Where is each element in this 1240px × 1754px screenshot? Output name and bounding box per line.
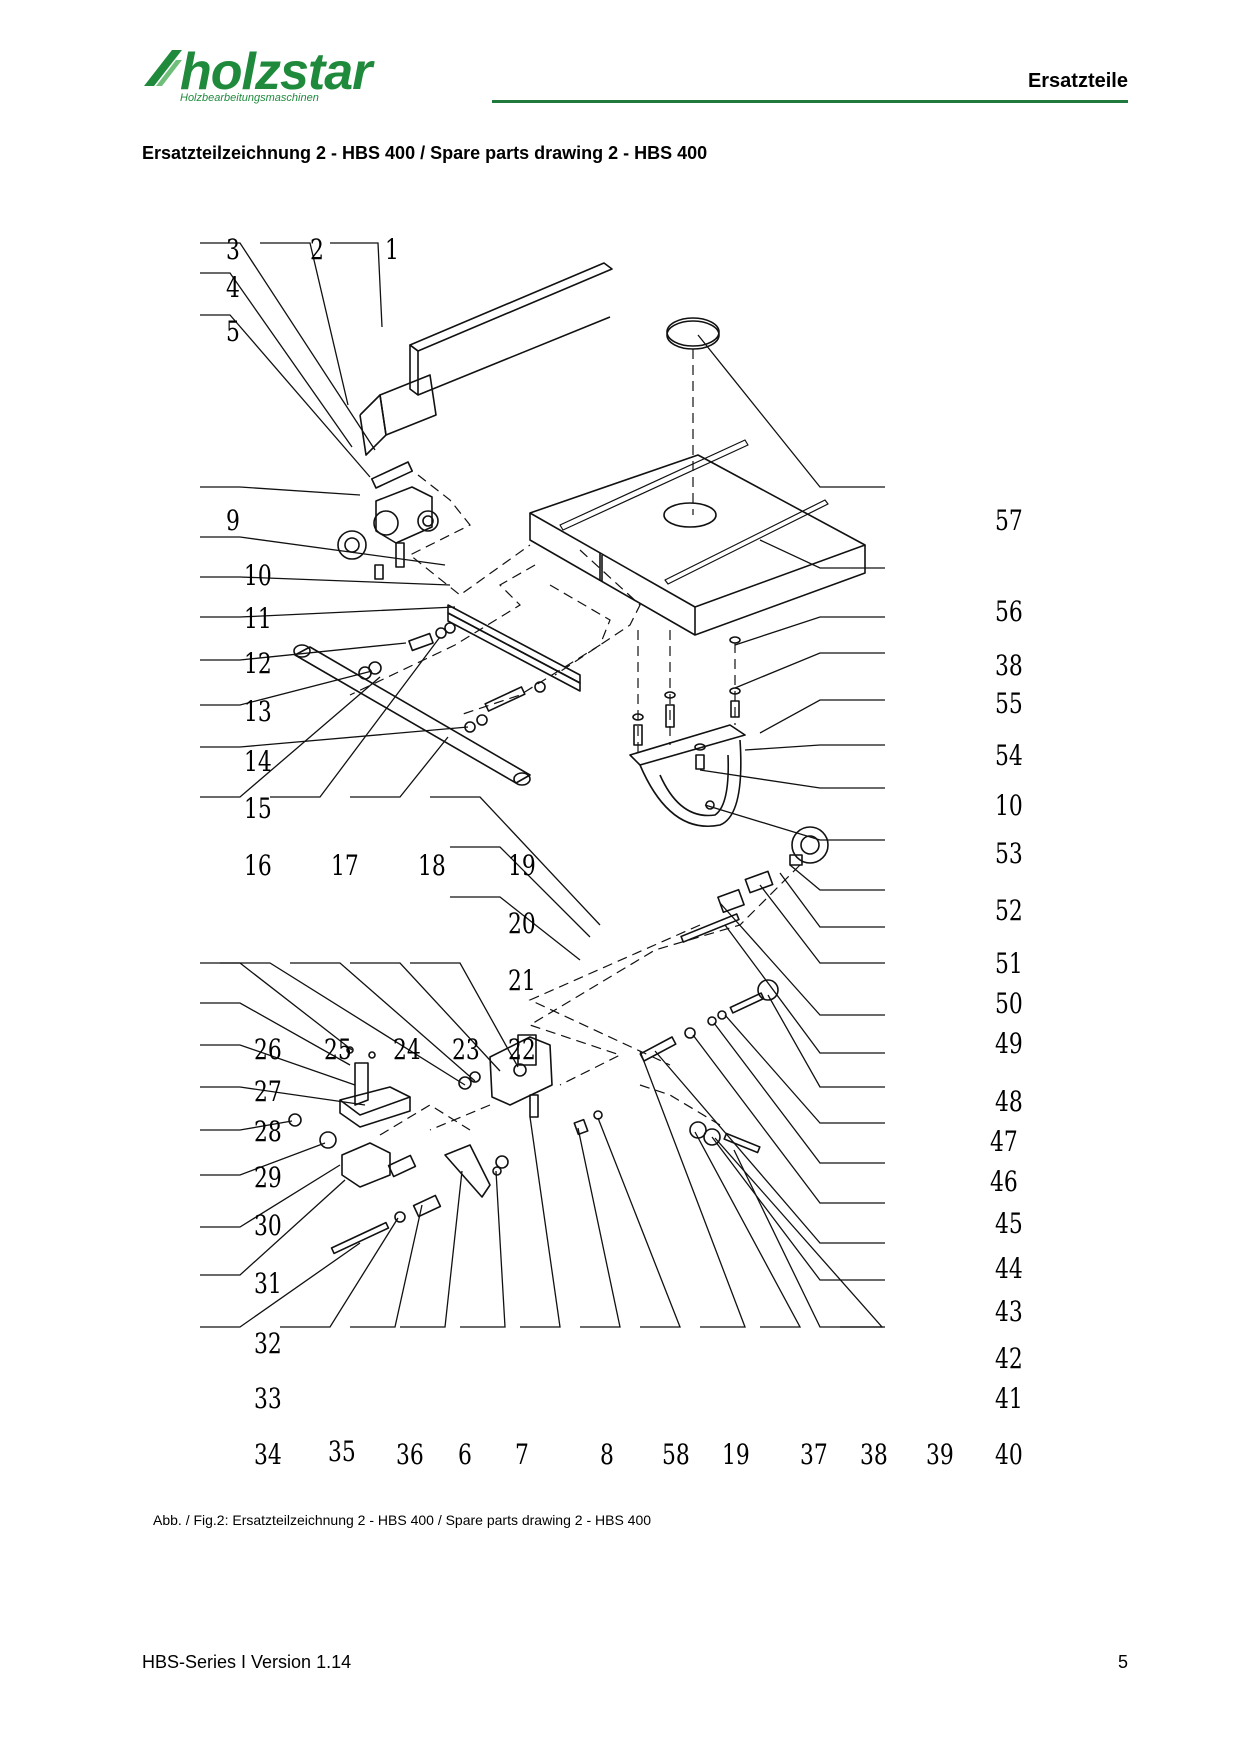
- callout-32: 32: [254, 1327, 282, 1360]
- callout-25: 25: [324, 1033, 352, 1066]
- exploded-view-svg: [180, 242, 885, 1328]
- callout-51: 51: [995, 947, 1023, 980]
- callout-31: 31: [254, 1267, 282, 1300]
- callout-58: 58: [662, 1438, 690, 1471]
- callout-5: 5: [226, 315, 240, 348]
- footer-version: HBS-Series I Version 1.14: [142, 1652, 352, 1672]
- callout-19-lower: 19: [722, 1438, 750, 1471]
- tube: [293, 644, 531, 786]
- callout-50: 50: [995, 987, 1023, 1020]
- tilt-shaft-assembly: [639, 826, 829, 1154]
- callout-6: 6: [458, 1438, 472, 1471]
- callout-56: 56: [995, 595, 1023, 628]
- table-top: [529, 439, 866, 636]
- callout-10: 10: [244, 559, 272, 592]
- callout-12: 12: [244, 647, 272, 680]
- callout-22: 22: [508, 1033, 536, 1066]
- callout-26: 26: [254, 1033, 282, 1066]
- callout-52: 52: [995, 894, 1023, 927]
- callout-24: 24: [393, 1033, 421, 1066]
- header-title: Ersatzteile: [1027, 70, 1128, 92]
- callout-39: 39: [926, 1438, 954, 1471]
- callout-27: 27: [254, 1075, 282, 1108]
- callout-37: 37: [800, 1438, 828, 1471]
- callout-35: 35: [328, 1435, 356, 1468]
- logo-subtitle: Holzbearbeitungsmaschinen: [180, 92, 319, 104]
- callout-20: 20: [508, 907, 536, 940]
- callout-48: 48: [995, 1085, 1023, 1118]
- callout-18: 18: [418, 849, 446, 882]
- callout-40: 40: [995, 1438, 1023, 1471]
- callout-42: 42: [995, 1342, 1023, 1375]
- small-parts-upper: [358, 622, 546, 733]
- callout-21: 21: [508, 964, 536, 997]
- logo-mark-icon: [144, 50, 182, 86]
- spare-parts-drawing: [180, 225, 1070, 1495]
- fence-head: [337, 461, 439, 580]
- callout-10-right: 10: [995, 789, 1023, 822]
- section-title: Ersatzteilzeichnung 2 - HBS 400 / Spare …: [142, 143, 708, 163]
- callout-13: 13: [244, 695, 272, 728]
- page-number: 5: [1117, 1652, 1128, 1672]
- callout-44: 44: [995, 1252, 1023, 1285]
- callout-7: 7: [515, 1438, 529, 1471]
- callout-17: 17: [331, 849, 359, 882]
- callout-45: 45: [995, 1207, 1023, 1240]
- callout-47: 47: [990, 1125, 1018, 1158]
- callout-1: 1: [385, 233, 399, 266]
- callout-34: 34: [254, 1438, 282, 1471]
- callout-49: 49: [995, 1027, 1023, 1060]
- fence-guide-rail: [447, 604, 581, 692]
- callout-41: 41: [995, 1382, 1023, 1415]
- callout-53: 53: [995, 837, 1023, 870]
- callout-4: 4: [226, 271, 240, 304]
- callout-3: 3: [226, 233, 240, 266]
- callout-2: 2: [310, 233, 324, 266]
- callout-38-lower: 38: [860, 1438, 888, 1471]
- holzstar-logo: holzstar Holzbearbeitungsmaschinen: [142, 43, 412, 106]
- angle-bracket: [339, 1046, 411, 1128]
- callout-9: 9: [226, 504, 240, 537]
- callout-57: 57: [995, 504, 1023, 537]
- figure-caption: Abb. / Fig.2: Ersatzteilzeichnung 2 - HB…: [153, 1512, 652, 1528]
- logo-wordmark: holzstar: [180, 43, 372, 101]
- header-rule: [492, 100, 1128, 103]
- callout-15: 15: [244, 792, 272, 825]
- callout-16: 16: [244, 849, 272, 882]
- callout-23: 23: [452, 1033, 480, 1066]
- callout-33: 33: [254, 1382, 282, 1415]
- callout-43: 43: [995, 1295, 1023, 1328]
- callout-38-upper: 38: [995, 649, 1023, 682]
- callout-36: 36: [396, 1438, 424, 1471]
- callout-46: 46: [990, 1165, 1018, 1198]
- callout-28: 28: [254, 1115, 282, 1148]
- callout-29: 29: [254, 1161, 282, 1194]
- fence-rail: [359, 262, 613, 456]
- throat-plate: [666, 317, 720, 350]
- callout-11: 11: [244, 602, 272, 635]
- callout-14: 14: [244, 745, 272, 778]
- callout-55: 55: [995, 687, 1023, 720]
- trunnion-bracket: [629, 724, 746, 827]
- callout-19-upper: 19: [508, 849, 536, 882]
- lock-assembly: [288, 1110, 603, 1255]
- callout-30: 30: [254, 1209, 282, 1242]
- callout-54: 54: [995, 739, 1023, 772]
- callout-8: 8: [600, 1438, 614, 1471]
